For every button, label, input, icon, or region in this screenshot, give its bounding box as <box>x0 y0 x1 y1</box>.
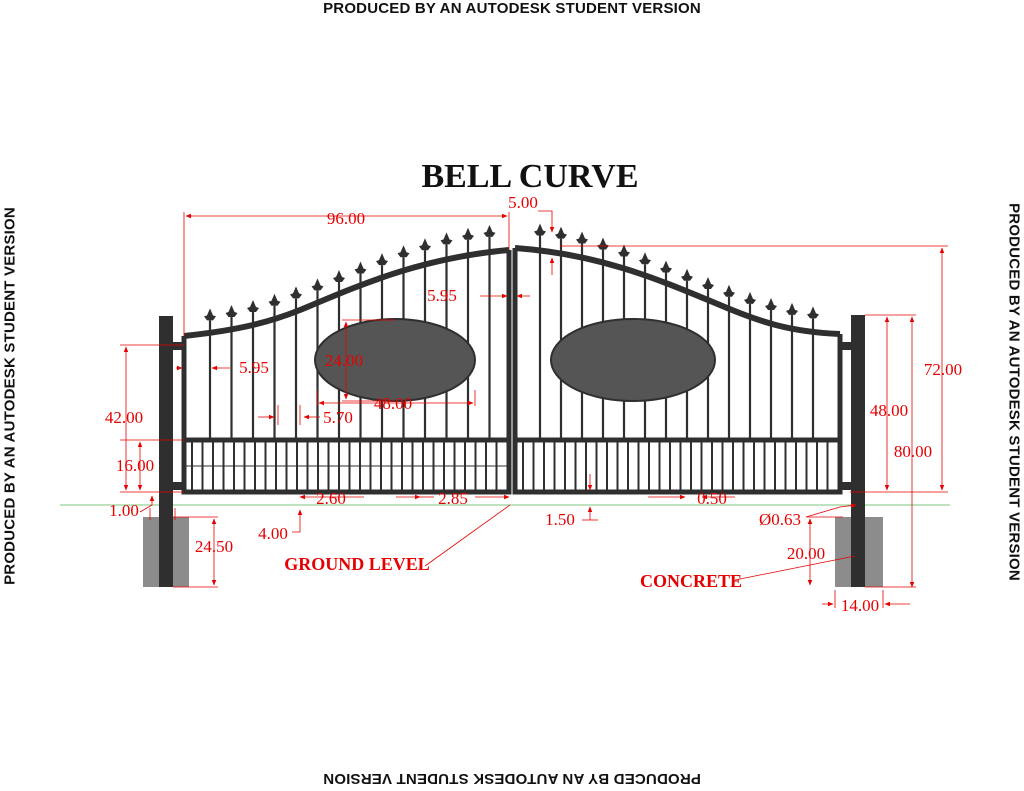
dim-picket-spacing: 5.70 <box>323 408 353 427</box>
hinge-top-right <box>841 342 851 350</box>
label-ground-level: GROUND LEVEL <box>284 554 430 574</box>
finial <box>354 261 367 274</box>
ellipse-panel-right <box>550 318 716 402</box>
dim-gate-gap: 5.00 <box>508 193 538 212</box>
finial <box>576 231 588 244</box>
dim-overall-left-height: 42.00 <box>105 408 143 427</box>
finial <box>681 268 693 281</box>
finial <box>744 291 756 304</box>
dimension-lines <box>120 210 948 608</box>
gate-right <box>512 245 843 495</box>
dim-ellipse-width: 48.00 <box>374 394 412 413</box>
dim-post-width: 4.00 <box>258 524 288 543</box>
dim-bottom-clearance: 1.50 <box>545 510 575 529</box>
dim-concrete-depth: 20.00 <box>787 544 825 563</box>
finial <box>807 306 819 319</box>
post-left <box>159 316 173 587</box>
hinge-top-left <box>173 342 183 350</box>
finial <box>290 286 302 299</box>
dim-center-gap: 2.85 <box>438 489 468 508</box>
finial <box>376 253 388 266</box>
finial <box>225 305 238 318</box>
finial <box>597 237 609 250</box>
drawing-title: BELL CURVE <box>421 158 638 195</box>
dim-post-offset: 5.95 <box>239 358 269 377</box>
hinge-bottom-right <box>841 482 851 490</box>
dim-bolt-diameter: Ø0.63 <box>759 510 801 529</box>
finial <box>639 252 651 265</box>
finial <box>440 232 453 245</box>
finial <box>247 300 259 313</box>
finial <box>204 308 216 321</box>
dim-lower-picket-spacing: 2.60 <box>316 489 346 508</box>
dim-side-height: 48.00 <box>870 401 908 420</box>
finial <box>462 227 474 240</box>
finial <box>397 245 410 258</box>
dim-ellipse-height: 24.00 <box>325 351 363 370</box>
finial <box>311 278 324 291</box>
finial <box>268 293 281 306</box>
finial <box>702 276 714 289</box>
finial <box>419 238 431 251</box>
dim-post-to-gate: 1.00 <box>109 501 139 520</box>
dim-concrete-width: 14.00 <box>841 596 879 615</box>
dim-arch-offset: 5.95 <box>427 286 457 305</box>
finial <box>483 224 496 237</box>
dim-post-height: 80.00 <box>894 442 932 461</box>
post-right <box>851 315 865 587</box>
dim-footing-depth: 24.50 <box>195 537 233 556</box>
dim-gate-width: 96.00 <box>327 209 365 228</box>
dim-bar-width: 0.50 <box>697 489 727 508</box>
finial <box>723 284 735 297</box>
dim-bottom-panel-height: 16.00 <box>116 456 154 475</box>
finial <box>765 298 777 311</box>
finial <box>618 244 630 257</box>
dim-total-height: 72.00 <box>924 360 962 379</box>
finial <box>333 269 345 282</box>
finial <box>660 260 672 273</box>
watermark-top: PRODUCED BY AN AUTODESK STUDENT VERSION <box>323 0 701 17</box>
finial <box>534 223 546 236</box>
label-concrete: CONCRETE <box>640 571 742 591</box>
finial <box>786 302 798 315</box>
finial <box>555 226 567 239</box>
hinge-bottom-left <box>173 482 183 490</box>
